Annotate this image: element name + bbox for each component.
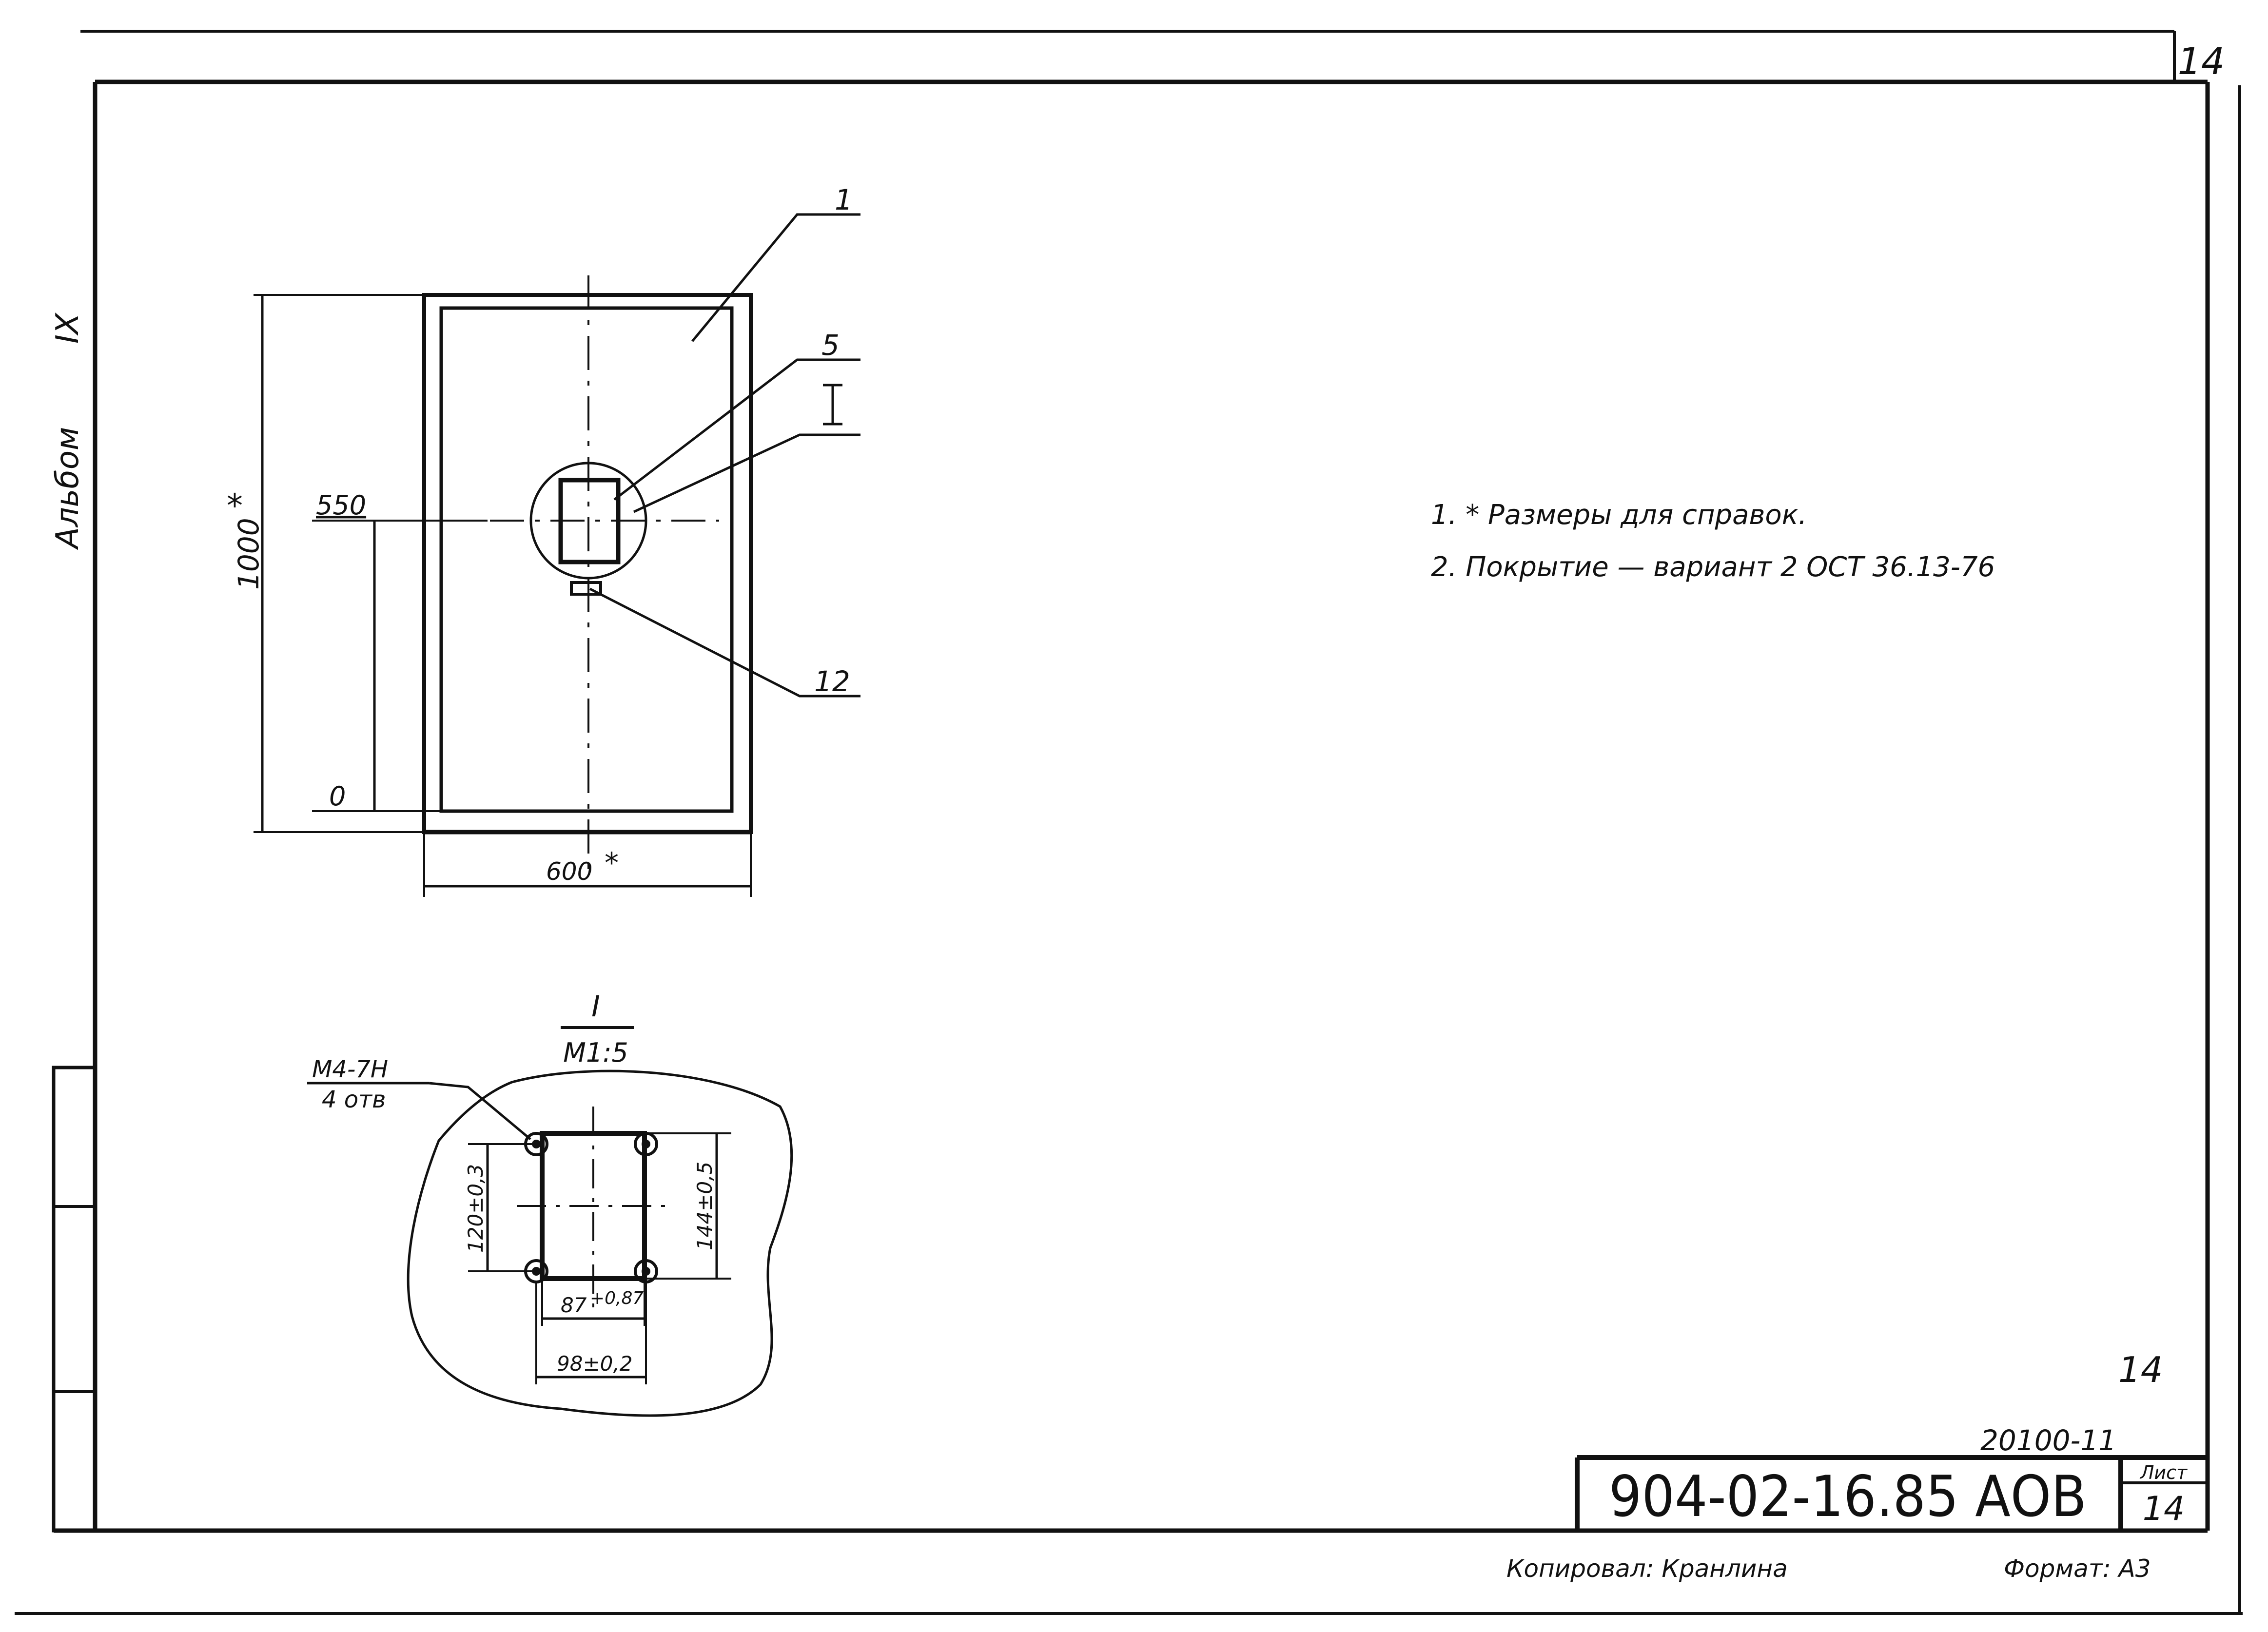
leader-5 bbox=[613, 358, 860, 501]
detail-view-I: I M1:5 M4-7H 4 отв bbox=[307, 990, 793, 1417]
detail-view-label: I bbox=[591, 990, 600, 1024]
sheet-trim-lines bbox=[15, 30, 2243, 1615]
leader-12 bbox=[589, 587, 860, 698]
corner-sheet-number: 14 bbox=[2178, 39, 2225, 83]
dim-87: 87 bbox=[561, 1293, 587, 1317]
height-dimension: 1000 * bbox=[227, 294, 424, 833]
section-mark-I bbox=[823, 384, 842, 426]
dim-87-tolerance: +0,87 bbox=[590, 1288, 644, 1308]
height-value: 1000 bbox=[232, 518, 265, 590]
inventory-number: 20100-11 bbox=[1980, 1424, 2116, 1457]
height-star: * bbox=[227, 487, 243, 525]
window-cutout bbox=[558, 478, 621, 564]
note-2: 2. Покрытие — вариант 2 ОСТ 36.13-76 bbox=[1431, 551, 1995, 583]
holes-count: 4 отв bbox=[322, 1086, 386, 1113]
level-550: 550 bbox=[316, 490, 366, 521]
copied-by: Копировал: Кранлина bbox=[1506, 1554, 1788, 1583]
notes: 1. * Размеры для справок. 2. Покрытие — … bbox=[1431, 499, 1995, 583]
inventory-sheet-mark: 14 bbox=[2118, 1349, 2163, 1390]
leader-1 bbox=[691, 213, 860, 342]
detail-circle bbox=[529, 462, 647, 580]
level-0: 0 bbox=[329, 781, 346, 812]
drawing-designation: 904-02-16.85 АОВ bbox=[1609, 1464, 2087, 1530]
callout-5: 5 bbox=[821, 329, 840, 362]
album-label: Альбом bbox=[50, 427, 86, 550]
width-dimension: 600 * bbox=[423, 832, 752, 897]
leader-I bbox=[633, 433, 860, 513]
drawing-frame bbox=[54, 79, 2210, 1533]
title-block: 904-02-16.85 АОВ Лист 14 bbox=[1575, 1455, 2208, 1531]
dim-98: 98±0,2 bbox=[557, 1352, 632, 1376]
thread-spec: M4-7H bbox=[312, 1056, 388, 1083]
callout-12: 12 bbox=[814, 665, 850, 698]
album-caption: Альбом IX bbox=[50, 312, 86, 550]
sheet-label: Лист bbox=[2139, 1462, 2188, 1483]
width-value: 600 bbox=[546, 857, 592, 886]
part-12-mark bbox=[570, 581, 602, 596]
sheet-number: 14 bbox=[2143, 1490, 2185, 1528]
detail-scale: M1:5 bbox=[563, 1037, 628, 1068]
level-dimension: 550 0 bbox=[312, 490, 488, 812]
note-1: 1. * Размеры для справок. bbox=[1431, 499, 1807, 531]
panel-main-view: 1 5 12 1000 * 550 0 600 bbox=[227, 183, 860, 897]
sheet-format: Формат: А3 bbox=[2004, 1554, 2151, 1583]
album-volume: IX bbox=[50, 312, 86, 344]
dim-120: 120±0,3 bbox=[464, 1164, 488, 1253]
thread-leader bbox=[429, 1082, 531, 1140]
binding-strip bbox=[52, 1066, 97, 1533]
width-star: * bbox=[605, 846, 619, 879]
panel-inner-outline bbox=[439, 306, 734, 813]
break-outline bbox=[407, 1069, 793, 1417]
corner-sheet-number-box: 14 bbox=[2173, 31, 2225, 83]
callout-1: 1 bbox=[835, 183, 853, 216]
dim-144: 144±0,5 bbox=[693, 1162, 717, 1250]
